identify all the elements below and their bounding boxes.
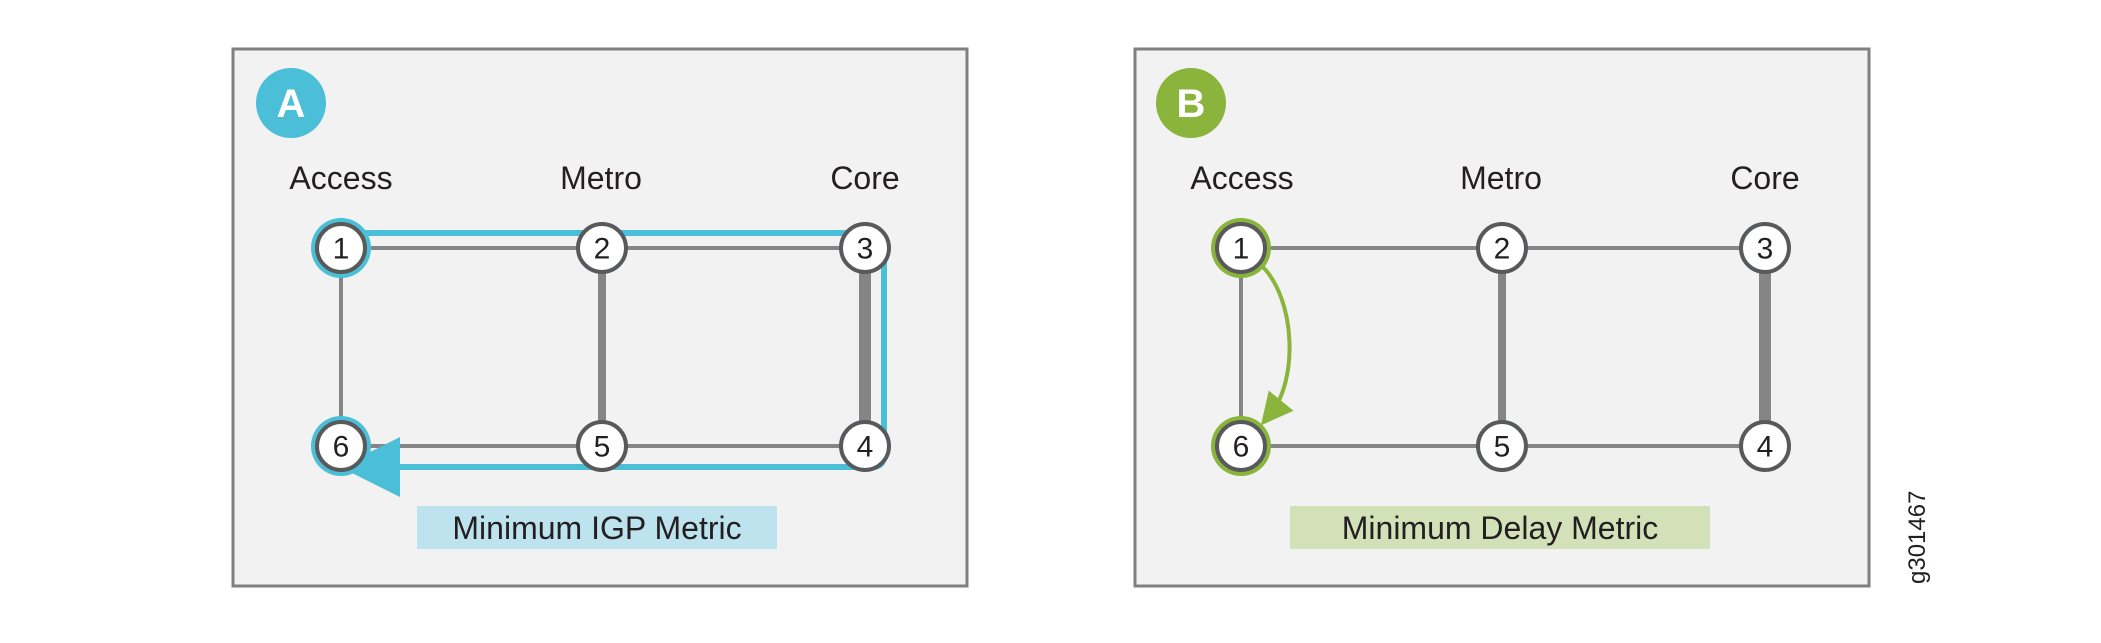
panel-b-node-3: 3 <box>1739 222 1791 274</box>
panel-b-node-2-circle <box>1476 222 1528 274</box>
panel-b-node-3-label: 3 <box>1757 233 1774 266</box>
panel-a-node-6-label: 6 <box>333 431 350 464</box>
panel-b-node-2-label: 2 <box>1494 233 1511 266</box>
panel-a-node-2-label: 2 <box>594 233 611 266</box>
panel-b-node-6-label: 6 <box>1233 431 1250 464</box>
panel-b-badge <box>1156 68 1226 138</box>
panel-b-col-metro: Metro <box>1460 160 1542 196</box>
panel-b-node-5-circle <box>1476 420 1528 472</box>
panel-a-node-5: 5 <box>576 420 628 472</box>
panel-a: A Access Metro Core 1 2 3 <box>231 47 969 588</box>
panel-b-metric-label-bg <box>1290 506 1710 549</box>
panel-a-col-metro: Metro <box>560 160 642 196</box>
panel-b-node-1: 1 <box>1215 222 1267 274</box>
panel-a-node-6-circle <box>315 420 367 472</box>
panel-a-node-1-label: 1 <box>333 233 350 266</box>
panel-b-node-6: 6 <box>1215 420 1267 472</box>
panel-b-node-3-circle <box>1739 222 1791 274</box>
panel-a-metric-label-bg <box>417 506 777 549</box>
figure-id-label: g301467 <box>1904 491 1931 584</box>
panel-a-node-4-circle <box>839 420 891 472</box>
panel-b-node-2: 2 <box>1476 222 1528 274</box>
panel-a-node-2-circle <box>576 222 628 274</box>
panel-b-col-core: Core <box>1730 160 1799 196</box>
panel-a-badge <box>256 68 326 138</box>
panel-a-node-2: 2 <box>576 222 628 274</box>
panel-a-col-access: Access <box>289 160 392 196</box>
panel-b-metric-label: Minimum Delay Metric <box>1342 510 1658 546</box>
panel-a-badge-letter: A <box>277 82 306 126</box>
panel-a-metric-label: Minimum IGP Metric <box>452 510 741 546</box>
panel-b-node-5: 5 <box>1476 420 1528 472</box>
panel-a-node-3-label: 3 <box>857 233 874 266</box>
panel-a-node-3-circle <box>839 222 891 274</box>
panel-b-col-access: Access <box>1190 160 1293 196</box>
panel-b-node-1-circle <box>1215 222 1267 274</box>
panel-b-badge-letter: B <box>1177 82 1206 126</box>
panel-a-node-3: 3 <box>839 222 891 274</box>
panel-b-node-6-circle <box>1215 420 1267 472</box>
panel-a-node-1-circle <box>315 222 367 274</box>
panel-a-node-4-label: 4 <box>857 431 874 464</box>
panel-a-node-1: 1 <box>315 222 367 274</box>
panel-b-node-5-label: 5 <box>1494 431 1511 464</box>
panel-a-col-core: Core <box>830 160 899 196</box>
panel-b-path-route <box>1260 264 1294 426</box>
panel-b-node-4: 4 <box>1739 420 1791 472</box>
panel-a-node-5-label: 5 <box>594 431 611 464</box>
panel-b-node-4-circle <box>1739 420 1791 472</box>
panel-b-node-1-label: 1 <box>1233 233 1250 266</box>
panel-b-node-4-label: 4 <box>1757 431 1774 464</box>
panel-a-node-5-circle <box>576 420 628 472</box>
panel-a-node-4: 4 <box>839 420 891 472</box>
panel-a-node-6: 6 <box>315 420 367 472</box>
panel-b: B Access Metro Core 1 2 3 <box>1133 47 1871 588</box>
